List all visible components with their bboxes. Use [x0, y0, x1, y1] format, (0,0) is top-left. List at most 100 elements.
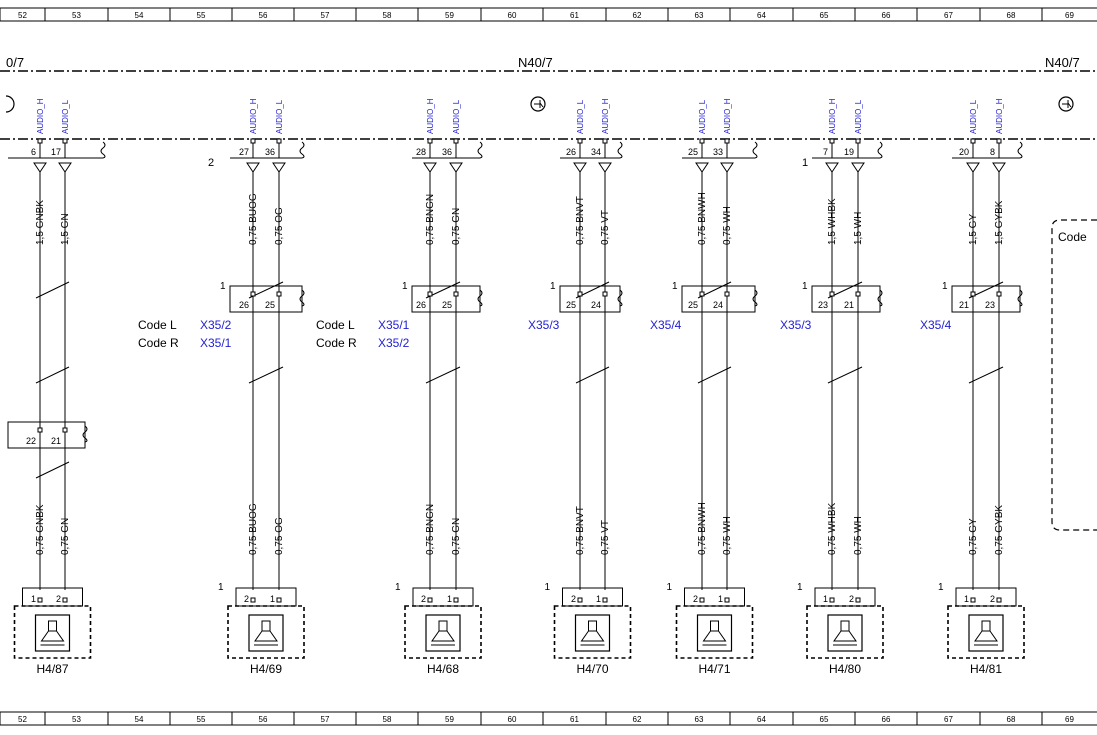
wire-label-bottom: 0,75 GN	[451, 518, 462, 555]
inline-connector-ref: 1	[802, 281, 808, 292]
speaker-icon-cone	[580, 630, 605, 642]
pin-socket	[453, 597, 459, 603]
twist-mark	[697, 366, 732, 384]
connector-arrow-icon	[449, 162, 463, 173]
speaker-pin-number: 2	[421, 594, 426, 604]
connector-arrow-icon	[573, 162, 587, 173]
connector-end-wave	[100, 141, 106, 159]
code-value: X35/4	[650, 318, 682, 332]
signal-label: AUDIO_H	[601, 98, 610, 134]
pin-socket	[250, 597, 256, 603]
speaker-icon	[425, 614, 461, 652]
pin-socket	[996, 597, 1002, 603]
pin-socket	[62, 138, 68, 144]
pin-socket	[577, 138, 583, 144]
ruler-column-label: 55	[197, 11, 206, 20]
wire-label-top: 1,5 WH	[853, 212, 864, 245]
inline-pin-number: 21	[844, 300, 854, 310]
pin-socket	[699, 291, 705, 297]
connector-arrow-icon	[598, 162, 612, 173]
inline-pin-number: 26	[416, 300, 426, 310]
wire-label-bottom: 0,75 GY	[968, 518, 979, 555]
connector-end-wave	[752, 141, 758, 159]
connector-arrow-icon	[272, 162, 286, 173]
speaker-pin-number: 1	[718, 594, 723, 604]
speaker-pin-number: 1	[596, 594, 601, 604]
ruler-column-label: 54	[135, 11, 144, 20]
speaker-icon	[248, 614, 284, 652]
speaker-icon-cone	[974, 630, 998, 642]
code-value: X35/3	[780, 318, 812, 332]
twist-mark	[425, 366, 461, 384]
speaker-housing	[947, 605, 1025, 659]
pin-socket	[970, 597, 976, 603]
ruler-column-label: 68	[1007, 715, 1016, 724]
shield-arrow	[1067, 102, 1072, 108]
speaker-icon-cone	[702, 630, 727, 642]
signal-label: AUDIO_L	[969, 99, 978, 134]
module-pin-number: 7	[823, 147, 828, 157]
speaker-icon-frame	[827, 614, 863, 652]
pin-socket	[577, 597, 583, 603]
code-value: X35/4	[920, 318, 952, 332]
speaker-pin-number: 2	[849, 594, 854, 604]
wire-label-bottom: 0,75 GN	[60, 518, 71, 555]
speaker-ref-number: 1	[667, 582, 673, 593]
speaker-ref-number: 1	[797, 582, 803, 593]
pin-socket	[699, 597, 705, 603]
speaker-housing	[806, 605, 884, 659]
speaker-icon-cone	[254, 630, 278, 642]
speaker-icon-magnet	[840, 620, 850, 632]
ruler-column-label: 69	[1065, 11, 1074, 20]
wire-label-bottom: 0,75 VT	[600, 520, 611, 555]
connector-end-wave	[617, 289, 623, 307]
ruler-column-label: 69	[1065, 715, 1074, 724]
ruler-column-label: 52	[18, 11, 27, 20]
ruler-column-label: 66	[882, 11, 891, 20]
connector-arrow-icon	[851, 162, 865, 173]
connector-arrow-icon	[695, 162, 709, 173]
speaker-icon-magnet	[710, 620, 719, 632]
module-pin-number: 19	[844, 147, 854, 157]
module-label-center: N40/7	[518, 55, 553, 70]
speaker-housing	[13, 605, 92, 659]
pin-socket	[970, 291, 976, 297]
ruler-column-label: 67	[944, 715, 953, 724]
ruler-column-label: 52	[18, 715, 27, 724]
signal-label: AUDIO_L	[576, 99, 585, 134]
speaker-label: H4/69	[250, 662, 282, 676]
inline-connector-box	[951, 285, 1021, 313]
module-pin-number: 36	[265, 147, 275, 157]
inline-pin-number: 24	[713, 300, 723, 310]
speaker-pin-number: 2	[990, 594, 995, 604]
twist-mark	[35, 281, 70, 299]
inline-pin-number: 26	[239, 300, 249, 310]
speaker-icon-cone	[833, 630, 857, 642]
inline-connector-ref: 1	[220, 281, 226, 292]
signal-label: AUDIO_L	[275, 99, 284, 134]
pin-socket	[250, 291, 256, 297]
speaker-label: H4/81	[970, 662, 1002, 676]
ruler-column-label: 61	[570, 11, 579, 20]
inline-connector-ref: 1	[402, 281, 408, 292]
connector-end-wave	[877, 289, 883, 307]
pin-socket	[970, 138, 976, 144]
shield-icon	[5, 95, 15, 113]
connector-end-wave	[477, 141, 483, 159]
code-box-label: Code	[1058, 230, 1087, 244]
wire-label-bottom: 0,75 GYBK	[994, 505, 1005, 555]
pin-socket	[699, 138, 705, 144]
connector-end-wave	[877, 141, 883, 159]
module-pin-number: 25	[688, 147, 698, 157]
pin-socket	[602, 138, 608, 144]
code-value: X35/1	[378, 318, 410, 332]
pin-socket	[453, 138, 459, 144]
inline-pin-number: 21	[51, 436, 61, 446]
wire-label-bottom: 0,75 WH	[853, 516, 864, 555]
speaker-icon	[968, 614, 1004, 652]
connector-arrow-icon	[966, 162, 980, 173]
